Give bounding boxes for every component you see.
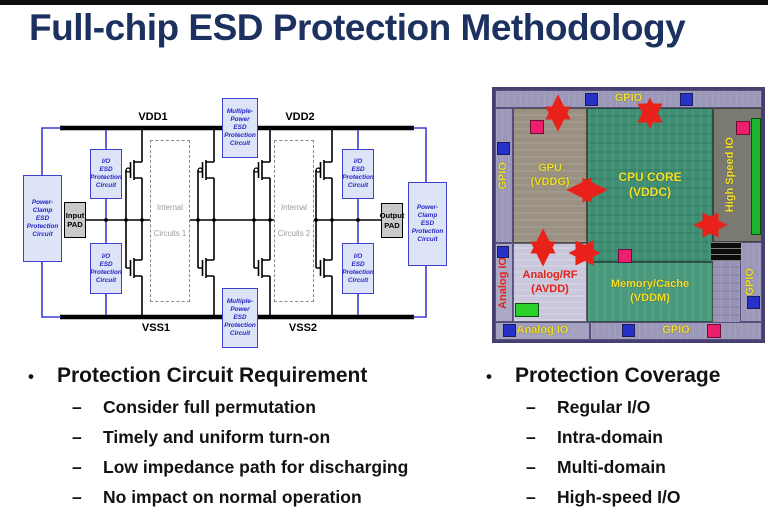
list-item: – Regular I/O xyxy=(486,397,764,418)
rail-label-vss1: VSS1 xyxy=(141,322,171,334)
dash-marker: – xyxy=(526,427,536,447)
list-header-row: • Protection Circuit Requirement xyxy=(28,364,463,388)
list-item: – Multi-domain xyxy=(486,457,764,478)
analog-io-band-bottom-label: Analog IO xyxy=(516,324,569,337)
list-item-text: Multi-domain xyxy=(557,457,666,477)
esd-circuit-diagram: VDD1 VDD2 VSS1 VSS2 Power- Clamp ESD Pro… xyxy=(8,88,470,360)
io-cell-marker-blue xyxy=(680,93,693,106)
analog-io-band-left-label: Analog IO xyxy=(497,256,510,309)
gpio-band-left-label: GPIO xyxy=(497,161,510,190)
internal-circuits-2-box: Internal Circuits 2 xyxy=(274,140,314,302)
analog-io-band-left: Analog IO xyxy=(495,243,513,322)
memory-cache-block: Memory/Cache (VDDM) xyxy=(587,262,713,322)
io-esd-box-bottom-right: I/O ESD Protection Circuit xyxy=(342,243,374,294)
power-clamp-esd-box-right: Power- Clamp ESD Protection Circuit xyxy=(408,182,447,266)
power-clamp-esd-box-left: Power- Clamp ESD Protection Circuit xyxy=(23,175,62,262)
io-cell-marker-blue xyxy=(497,246,509,258)
io-cell-marker-pink xyxy=(618,249,632,263)
dash-marker: – xyxy=(526,487,536,507)
io-esd-box-top-left: I/O ESD Protection Circuit xyxy=(90,149,122,199)
list-header-text: Protection Coverage xyxy=(515,364,721,387)
rail-label-vdd1: VDD1 xyxy=(138,111,168,123)
gpu-block: GPU (VDDG) xyxy=(513,108,587,243)
rail-label-vdd2: VDD2 xyxy=(285,111,315,123)
dash-marker: – xyxy=(526,397,536,417)
list-item: – Timely and uniform turn-on xyxy=(28,427,463,448)
die-logo-box xyxy=(711,242,741,261)
rail-label-vss2: VSS2 xyxy=(288,322,318,334)
io-cell-marker-blue xyxy=(585,93,598,106)
list-item-text: Regular I/O xyxy=(557,397,651,417)
circuit-wires xyxy=(41,125,427,320)
gpio-band-right-label: GPIO xyxy=(744,268,757,296)
bullet-marker: • xyxy=(28,367,34,386)
list-item-text: High-speed I/O xyxy=(557,487,681,507)
slide-title: Full-chip ESD Protection Methodology xyxy=(29,7,686,48)
top-border-bar xyxy=(0,0,768,5)
io-esd-box-top-right: I/O ESD Protection Circuit xyxy=(342,149,374,199)
gpio-band-bottom-label: GPIO xyxy=(662,324,690,337)
output-pad-box: Output PAD xyxy=(380,203,404,238)
analog-io-band-bottom: Analog IO xyxy=(495,322,590,340)
cpu-core-block-label: CPU CORE (VDDC) xyxy=(618,170,682,199)
io-esd-box-bottom-left: I/O ESD Protection Circuit xyxy=(90,243,122,294)
list-header-text: Protection Circuit Requirement xyxy=(57,364,368,387)
dash-marker: – xyxy=(72,457,82,477)
list-item-text: No impact on normal operation xyxy=(103,487,362,507)
io-cell-marker-pink xyxy=(530,120,544,134)
dash-marker: – xyxy=(72,397,82,417)
analog-rf-block-label: Analog/RF (AVDD) xyxy=(522,268,578,295)
io-cell-marker-blue xyxy=(747,296,760,309)
io-cell-marker-blue xyxy=(622,324,635,337)
bullet-marker: • xyxy=(486,367,492,386)
high-speed-io-green-strip xyxy=(751,118,761,235)
analog-rf-green-marker xyxy=(515,303,539,317)
list-item: – High-speed I/O xyxy=(486,487,764,508)
cpu-core-block: CPU CORE (VDDC) xyxy=(587,108,713,262)
dash-marker: – xyxy=(72,427,82,447)
memory-cache-block-label: Memory/Cache (VDDM) xyxy=(610,278,690,304)
gpio-band-left: GPIO xyxy=(495,108,513,243)
protection-coverage-list: • Protection Coverage – Regular I/O – In… xyxy=(486,364,764,508)
list-item: – No impact on normal operation xyxy=(28,487,463,508)
io-cell-marker-pink xyxy=(736,121,750,135)
protection-requirement-list: • Protection Circuit Requirement – Consi… xyxy=(28,364,463,508)
gpio-band-top: GPIO xyxy=(495,90,762,108)
io-cell-marker-pink xyxy=(707,324,721,338)
list-item-text: Intra-domain xyxy=(557,427,663,447)
io-cell-marker-blue xyxy=(497,142,510,155)
chip-floorplan: GPIO GPIO Analog IO Analog IO GPIO GPIO … xyxy=(492,87,765,343)
gpio-band-top-label: GPIO xyxy=(614,92,643,105)
multi-power-esd-box-top: Multiple- Power ESD Protection Circuit xyxy=(222,98,258,158)
multi-power-esd-box-bottom: Multiple- Power ESD Protection Circuit xyxy=(222,288,258,348)
dash-marker: – xyxy=(72,487,82,507)
gpio-band-right: GPIO xyxy=(740,242,762,322)
io-cell-marker-blue xyxy=(503,324,516,337)
list-header-row: • Protection Coverage xyxy=(486,364,764,388)
dash-marker: – xyxy=(526,457,536,477)
high-speed-io-label: High Speed IO xyxy=(723,137,736,213)
input-pad-box: Input PAD xyxy=(64,202,86,238)
list-item: – Consider full permutation xyxy=(28,397,463,418)
gpu-block-label: GPU (VDDG) xyxy=(530,161,570,188)
list-item-text: Low impedance path for discharging xyxy=(103,457,409,477)
internal-circuits-1-box: Internal Circuits 1 xyxy=(150,140,190,302)
list-item-text: Consider full permutation xyxy=(103,397,316,417)
list-item: – Intra-domain xyxy=(486,427,764,448)
list-item-text: Timely and uniform turn-on xyxy=(103,427,331,447)
gpio-band-bottom: GPIO xyxy=(590,322,762,340)
list-item: – Low impedance path for discharging xyxy=(28,457,463,478)
